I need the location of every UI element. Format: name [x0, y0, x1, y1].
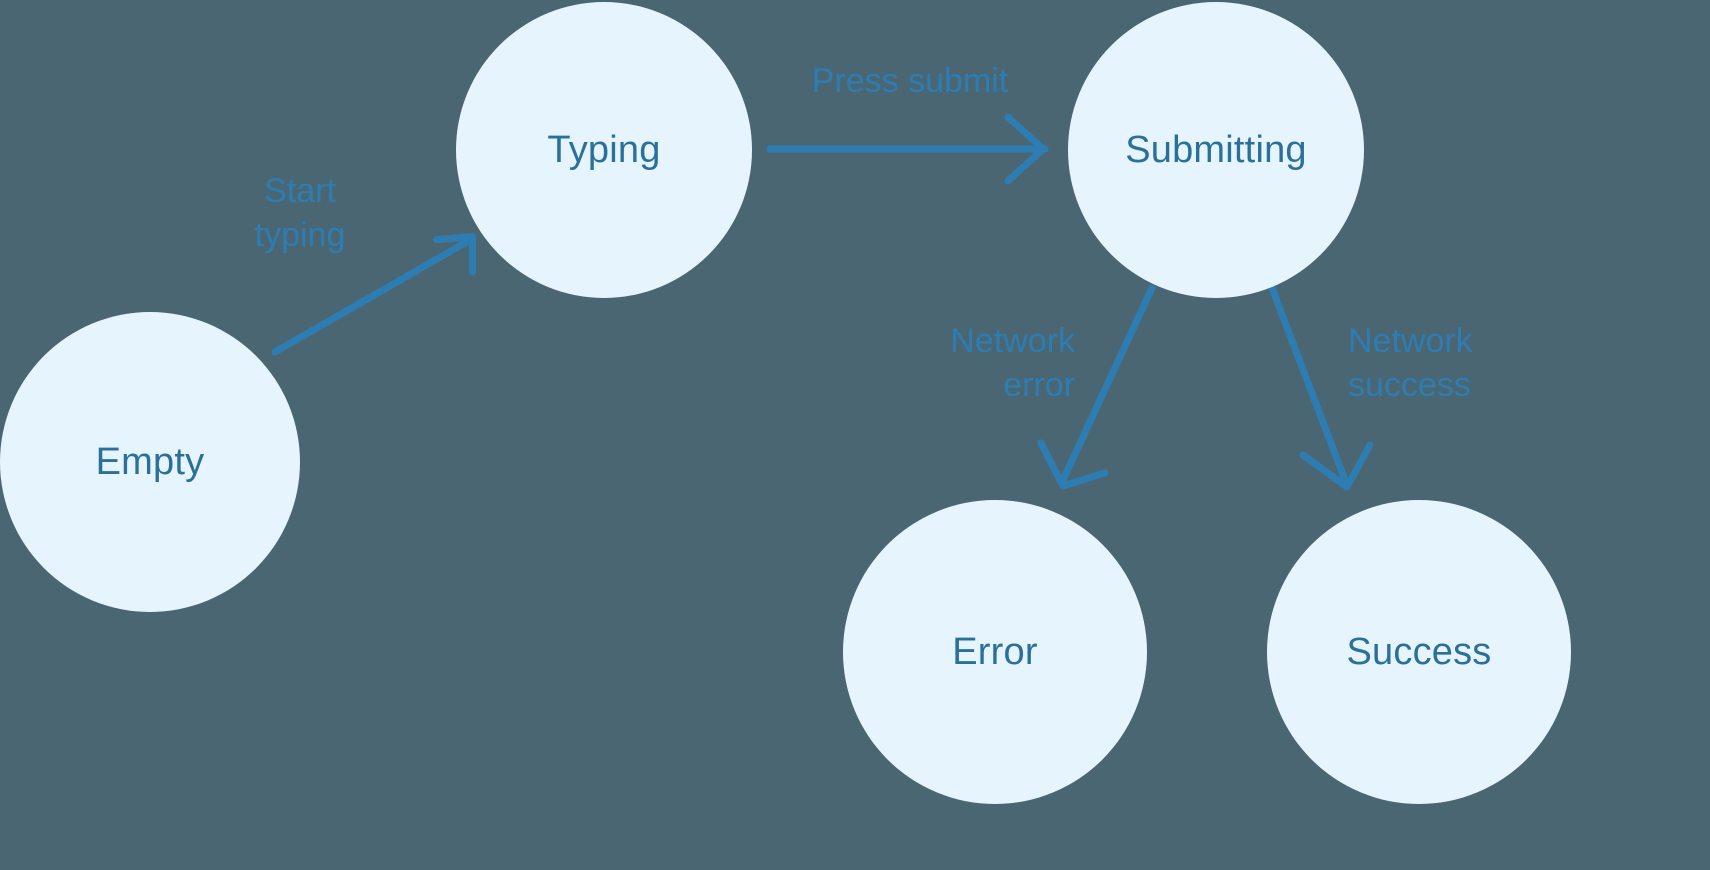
- edge-submitting-to-error: [1037, 284, 1156, 490]
- state-node-submitting[interactable]: Submitting: [1068, 2, 1364, 298]
- state-node-error[interactable]: Error: [843, 500, 1147, 804]
- state-node-label: Empty: [95, 441, 205, 483]
- state-node-label: Typing: [547, 129, 661, 171]
- edge-submitting-to-success: [1268, 284, 1374, 491]
- edge-typing-to-submitting: [766, 113, 1049, 185]
- state-node-label: Submitting: [1125, 129, 1307, 171]
- edge-empty-to-typing: [271, 233, 477, 356]
- state-node-label: Error: [952, 631, 1038, 673]
- state-node-label: Success: [1346, 631, 1492, 673]
- state-node-typing[interactable]: Typing: [456, 2, 752, 298]
- state-node-empty[interactable]: Empty: [0, 312, 300, 612]
- state-node-success[interactable]: Success: [1267, 500, 1571, 804]
